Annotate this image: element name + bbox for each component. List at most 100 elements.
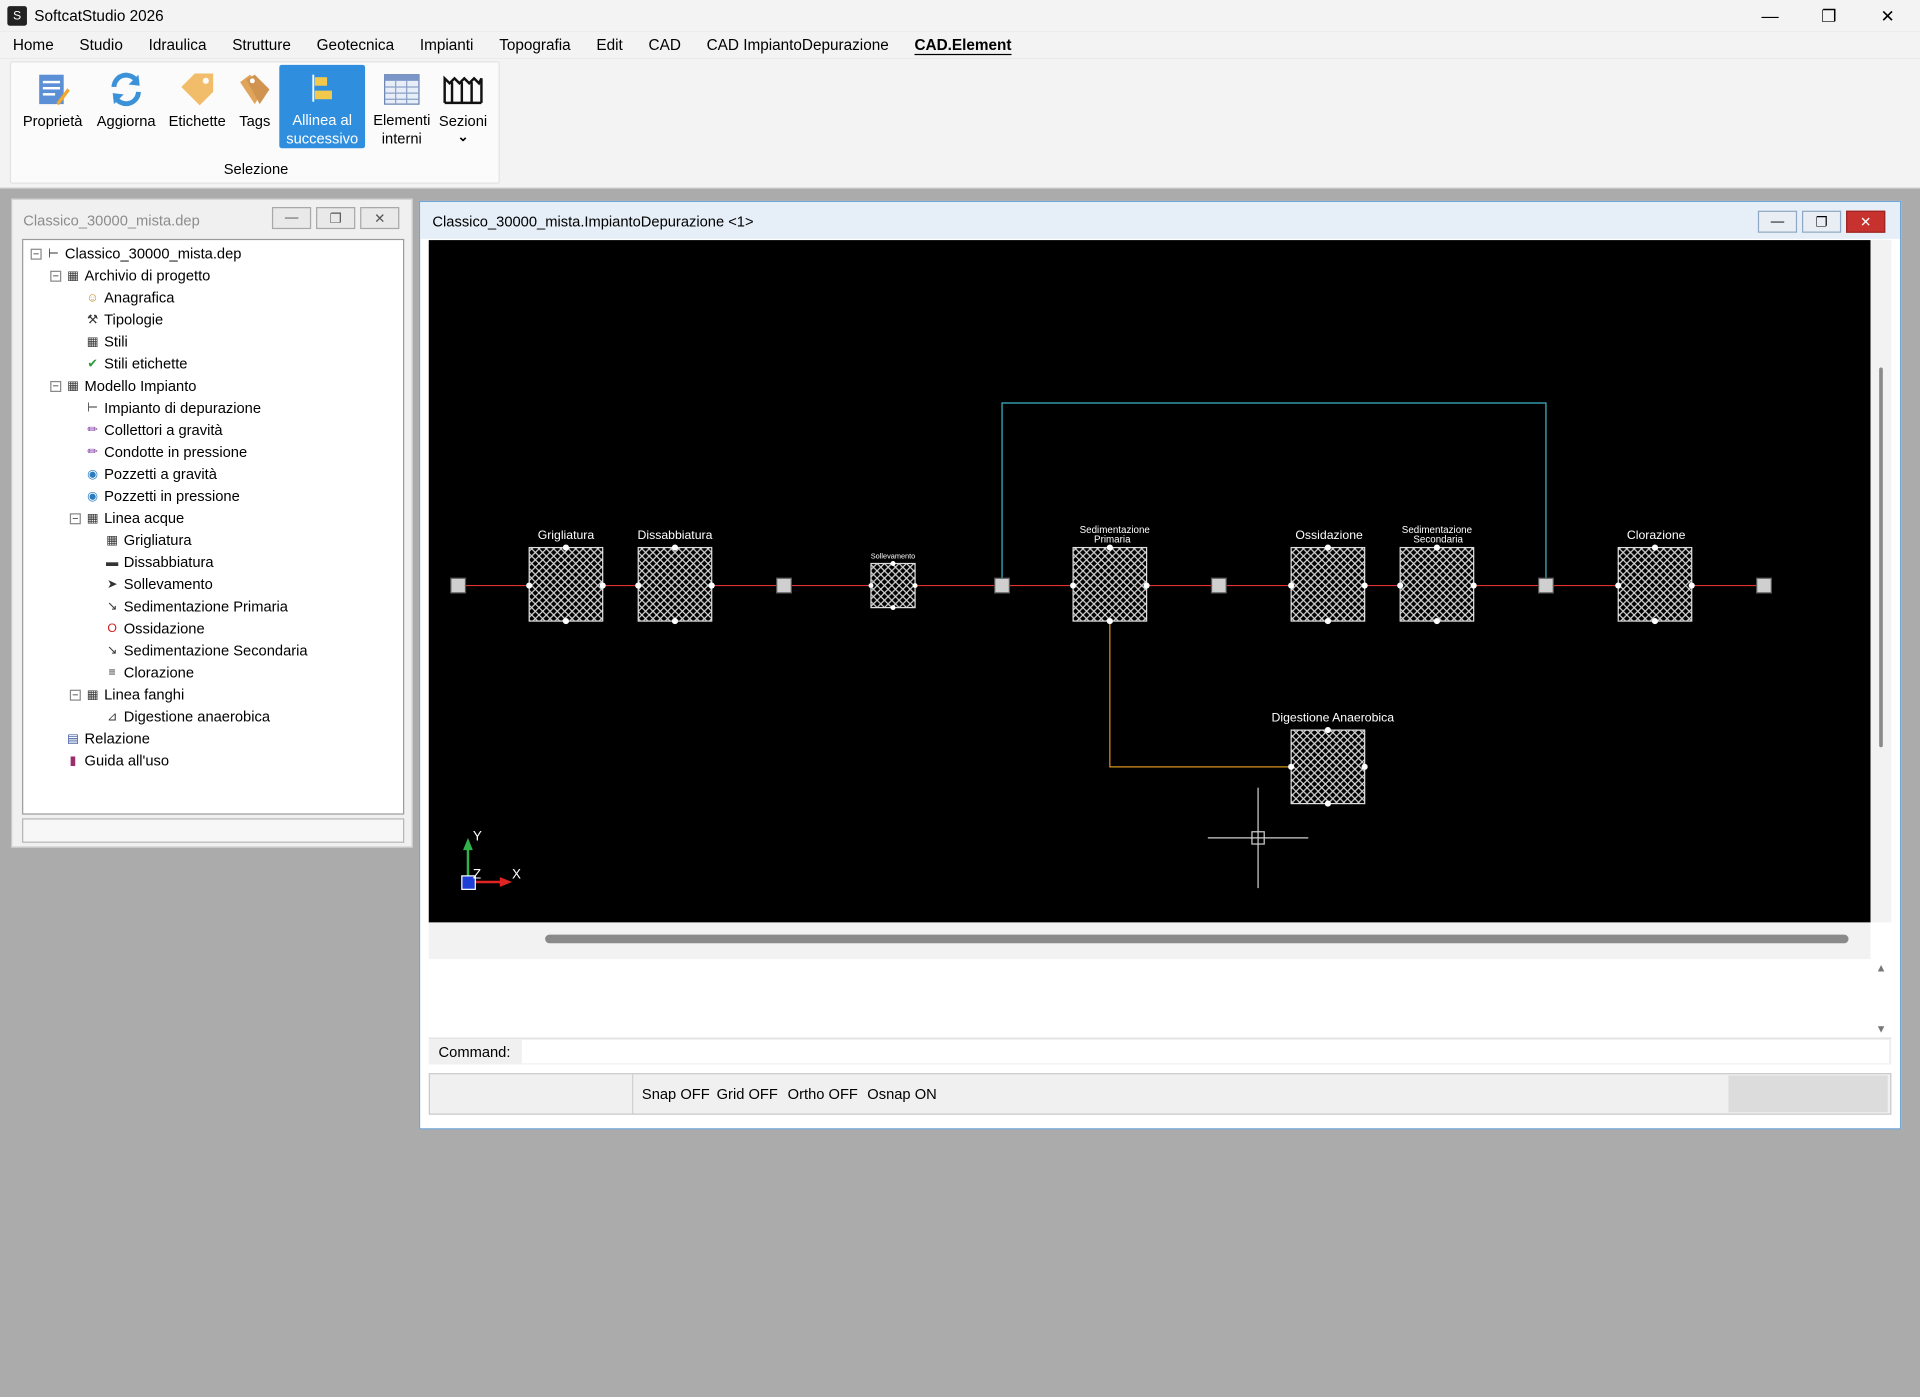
tree-item[interactable]: ▬Dissabbiatura [104, 551, 214, 573]
menu-geotecnica[interactable]: Geotecnica [316, 36, 395, 54]
tree-collapse-icon[interactable]: − [69, 512, 81, 524]
snap-toggle[interactable]: Snap OFF [641, 1085, 710, 1103]
ortho-toggle[interactable]: Ortho OFF [787, 1085, 858, 1103]
menu-bar: Home Studio Idraulica Strutture Geotecni… [0, 31, 1920, 59]
refresh-button[interactable]: Aggiorna [92, 65, 161, 148]
menu-studio[interactable]: Studio [79, 36, 123, 54]
tree-item[interactable]: ◉Pozzetti in pressione [85, 485, 240, 507]
tree-item[interactable]: ⚒Tipologie [85, 309, 163, 331]
tree-item-label: Stili etichette [104, 355, 188, 373]
cad-restore-button[interactable]: ❐ [1801, 210, 1842, 233]
tree-item[interactable]: ✏Condotte in pressione [85, 441, 247, 463]
close-button[interactable]: ✕ [1880, 5, 1895, 26]
menu-impianti[interactable]: Impianti [419, 36, 474, 54]
menu-idraulica[interactable]: Idraulica [148, 36, 207, 54]
vertical-scroll-thumb[interactable] [1879, 367, 1883, 748]
menu-topografia[interactable]: Topografia [499, 36, 571, 54]
cad-canvas[interactable]: Grigliatura Dissabbiatura Sollevamento S… [428, 240, 1871, 923]
clorazione-unit[interactable]: Clorazione [1617, 528, 1693, 622]
tree-item[interactable]: ▮Guida all'uso [65, 750, 169, 772]
command-history[interactable]: ▲ ▼ [428, 959, 1892, 1038]
mdi-workspace: Classico_30000_mista.dep — ❐ ✕ −⊢Classic… [0, 188, 1920, 1141]
ossidazione-unit[interactable]: Ossidazione [1290, 528, 1366, 622]
labels-button[interactable]: Etichette [163, 65, 232, 148]
tree-item[interactable]: ➤Sollevamento [104, 573, 213, 595]
panel-close-button[interactable]: ✕ [360, 207, 400, 230]
cad-drawing[interactable]: Grigliatura Dissabbiatura Sollevamento S… [429, 240, 1871, 922]
cad-window: Classico_30000_mista.ImpiantoDepurazione… [418, 200, 1902, 1130]
tree-item[interactable]: ☺Anagrafica [85, 287, 174, 309]
tree-collapse-icon[interactable]: − [69, 688, 81, 701]
sollevamento-unit[interactable]: Sollevamento [870, 552, 916, 609]
junction-2[interactable] [994, 577, 1011, 594]
sedimentazione-primaria-unit[interactable]: Sedimentazione Primaria [1072, 525, 1150, 622]
junction-3[interactable] [1210, 577, 1227, 594]
tree-item[interactable]: ✔Stili etichette [85, 353, 188, 375]
tree-item[interactable]: ⊿Digestione anaerobica [104, 706, 270, 728]
grid-toggle[interactable]: Grid OFF [716, 1085, 778, 1103]
tree-collapse-icon[interactable]: − [50, 380, 62, 392]
menu-cad-element[interactable]: CAD.Element [914, 36, 1012, 54]
panel-minimize-button[interactable]: — [271, 207, 312, 230]
tree-item[interactable]: ▦Stili [85, 331, 128, 353]
junction-outlet[interactable] [1756, 577, 1772, 594]
align-next-button[interactable]: Allinea al successivo [279, 64, 366, 149]
menu-cad-impianto-depurazione[interactable]: CAD ImpiantoDepurazione [706, 36, 889, 54]
digestione-anaerobica-unit[interactable]: Digestione Anaerobica [1272, 711, 1395, 805]
sedimentazione-secondaria-unit[interactable]: Sedimentazione Secondaria [1399, 525, 1475, 622]
project-tree[interactable]: −⊢Classico_30000_mista.dep−▦Archivio di … [22, 238, 405, 815]
grigliatura-unit[interactable]: Grigliatura [528, 528, 604, 622]
crosshair-cursor [1207, 787, 1309, 889]
cad-minimize-button[interactable]: — [1757, 210, 1798, 233]
tree-item[interactable]: ↘Sedimentazione Secondaria [104, 639, 308, 661]
menu-edit[interactable]: Edit [596, 36, 623, 54]
tree-item-label: Dissabbiatura [123, 553, 214, 571]
tree-item[interactable]: ◉Pozzetti a gravità [85, 463, 217, 485]
properties-button[interactable]: Proprietà [18, 65, 87, 148]
sections-button[interactable]: Sezioni ⌄ [435, 65, 491, 148]
tree-item[interactable]: ≡Clorazione [104, 662, 195, 684]
tree-item[interactable]: ▦Grigliatura [104, 529, 191, 551]
scroll-down-icon[interactable]: ▼ [1875, 1022, 1887, 1036]
labels-label: Etichette [168, 112, 226, 130]
canvas-vertical-scrollbar[interactable] [1870, 240, 1892, 923]
tags-button[interactable]: Tags [232, 65, 279, 148]
recirculation-line[interactable] [1001, 402, 1547, 586]
horizontal-scroll-thumb[interactable] [545, 934, 1849, 944]
scroll-up-icon[interactable]: ▲ [1875, 961, 1887, 974]
tree-item[interactable]: ⊢Impianto di depurazione [85, 397, 262, 419]
junction-inlet[interactable] [450, 577, 467, 594]
restore-button[interactable]: ❐ [1821, 5, 1837, 26]
pipe-icon: ✏ [87, 445, 98, 459]
tree-item[interactable]: ↘Sedimentazione Primaria [104, 595, 288, 617]
internal-elements-button[interactable]: Elementi interni [370, 65, 434, 148]
command-input[interactable] [521, 1040, 1889, 1064]
sludge-line[interactable] [1109, 585, 1292, 768]
tree-item[interactable]: −▦Archivio di progetto [50, 265, 210, 287]
title-bar: S SoftcatStudio 2026 — ❐ ✕ [0, 0, 1920, 32]
panel-restore-button[interactable]: ❐ [316, 207, 356, 230]
junction-1[interactable] [776, 577, 792, 594]
tree-item[interactable]: −▦Linea acque [69, 507, 184, 529]
tree-item[interactable]: −⊢Classico_30000_mista.dep [30, 243, 241, 265]
tree-collapse-icon[interactable]: − [50, 270, 62, 282]
tree-item[interactable]: ✏ Collettori a gravità [85, 419, 223, 441]
tree-item[interactable]: −▦Modello Impianto [50, 375, 196, 397]
tree-item[interactable]: −▦Linea fanghi [69, 684, 184, 706]
canvas-horizontal-scrollbar[interactable] [428, 922, 1871, 960]
tree-collapse-icon[interactable]: − [30, 247, 42, 260]
cad-close-button[interactable]: ✕ [1846, 210, 1886, 233]
menu-cad[interactable]: CAD [648, 36, 681, 54]
minimize-button[interactable]: — [1761, 6, 1779, 26]
pipe-icon: ✏ [87, 423, 98, 437]
dissabbiatura-unit[interactable]: Dissabbiatura [638, 528, 713, 622]
tree-item-label: Collettori a gravità [104, 421, 223, 439]
grip-points[interactable] [526, 544, 1695, 807]
junction-4[interactable] [1537, 577, 1554, 594]
dissabbiatura-label: Dissabbiatura [638, 528, 713, 542]
osnap-toggle[interactable]: Osnap ON [867, 1085, 937, 1103]
menu-home[interactable]: Home [12, 36, 54, 54]
menu-strutture[interactable]: Strutture [232, 36, 291, 54]
tree-item[interactable]: ▤Relazione [65, 728, 150, 750]
